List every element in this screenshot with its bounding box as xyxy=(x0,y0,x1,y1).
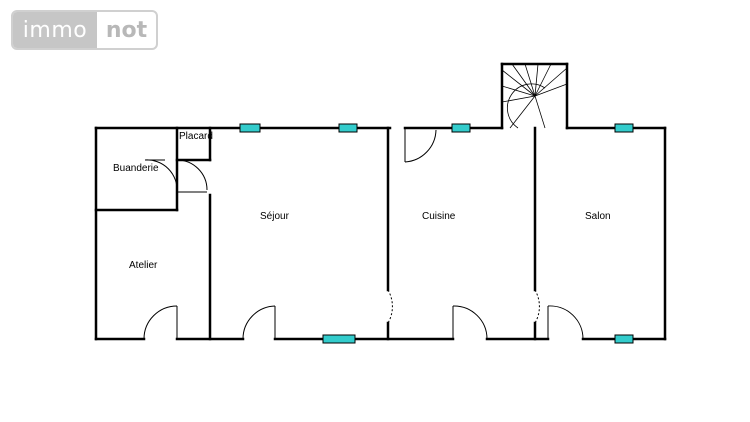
staircase xyxy=(501,63,568,129)
room-label-sejour: Séjour xyxy=(260,211,290,222)
immonot-logo: immo not xyxy=(11,10,158,50)
windows xyxy=(239,123,634,344)
room-label-salon: Salon xyxy=(585,211,611,222)
walls xyxy=(94,62,667,341)
room-label-atelier: Atelier xyxy=(129,260,158,271)
door-swings xyxy=(143,128,584,340)
room-label-cuisine: Cuisine xyxy=(422,211,456,222)
logo-text-immo: immo xyxy=(13,12,97,48)
room-label-buanderie: Buanderie xyxy=(113,163,159,174)
logo-text-not: not xyxy=(105,17,148,43)
room-label-placard: Placard xyxy=(179,131,213,142)
